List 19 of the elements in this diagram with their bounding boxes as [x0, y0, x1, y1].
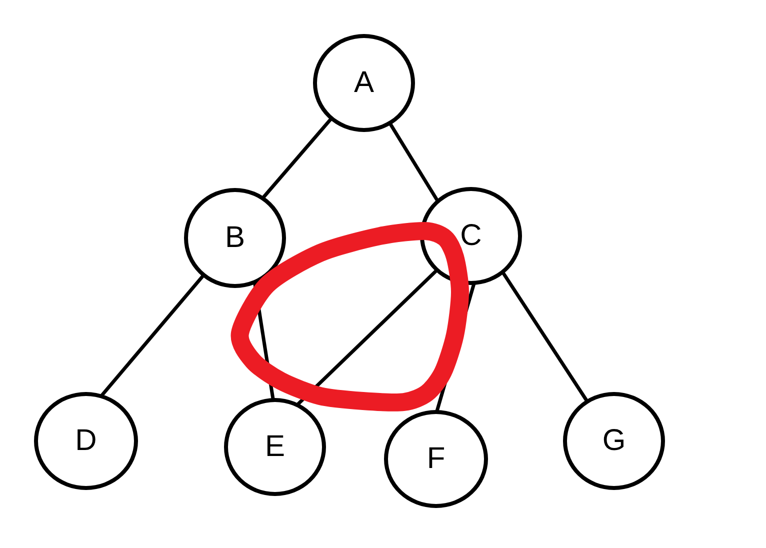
- circle-node: [184, 188, 286, 288]
- connector-line: [100, 274, 204, 396]
- circle-node: [313, 34, 415, 132]
- node-label: C: [460, 221, 482, 251]
- connector-line: [502, 272, 588, 402]
- node-label: A: [354, 68, 374, 98]
- circle-node: [420, 187, 522, 285]
- connector-line: [296, 269, 438, 406]
- node-label: G: [602, 426, 626, 456]
- circle-node: [384, 410, 488, 508]
- node-label: B: [224, 223, 245, 253]
- circle-node: [563, 392, 665, 490]
- node-label: F: [426, 444, 446, 474]
- node-label: D: [75, 426, 97, 456]
- circle-node: [34, 392, 138, 490]
- node-label: E: [264, 432, 285, 462]
- connector-line: [388, 122, 439, 202]
- circle-node: [224, 398, 326, 496]
- connector-line: [262, 118, 332, 199]
